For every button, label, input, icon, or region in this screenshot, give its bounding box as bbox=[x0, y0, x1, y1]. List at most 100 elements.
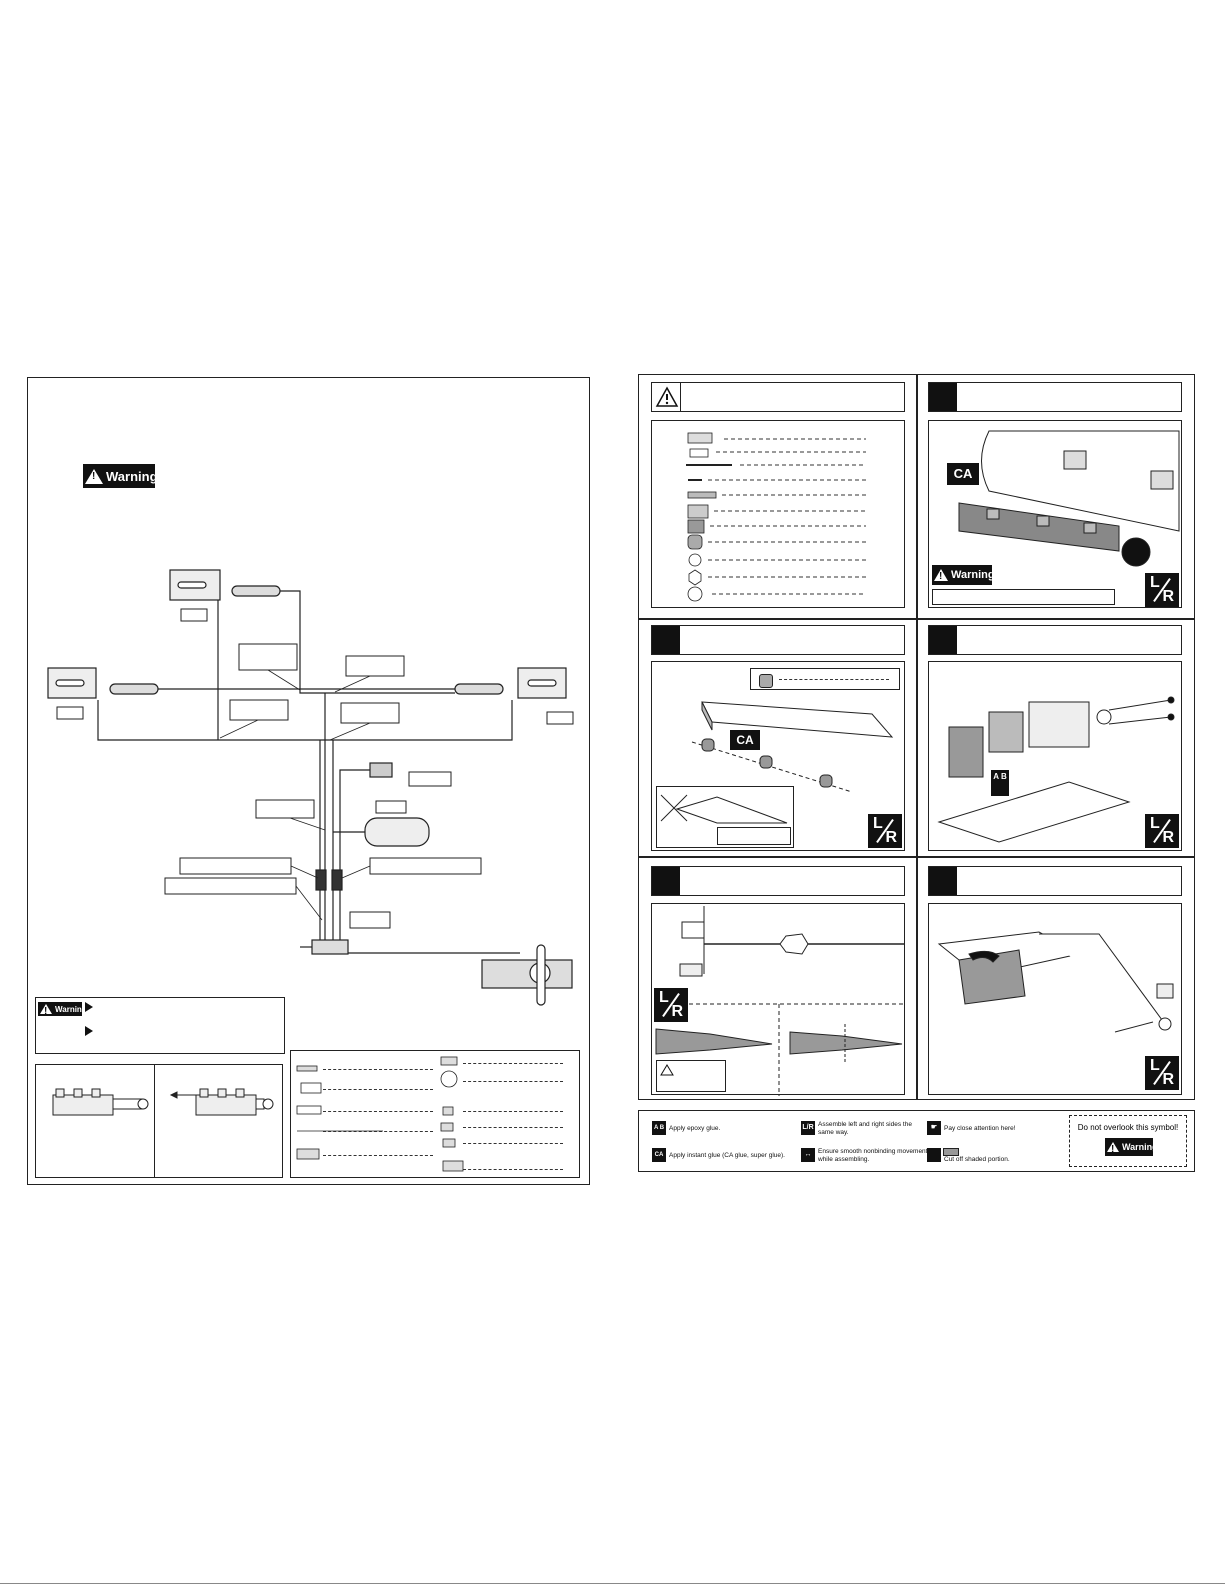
parts-icons bbox=[296, 1056, 464, 1172]
part-line bbox=[323, 1069, 433, 1070]
warning-icon bbox=[1107, 1142, 1119, 1155]
instant-glue-icon: CA bbox=[652, 1148, 666, 1162]
lr-right: R bbox=[885, 829, 897, 846]
ca-glue-icon: CA bbox=[730, 730, 760, 750]
epoxy-glue-icon: A B bbox=[652, 1121, 666, 1135]
part-line bbox=[463, 1169, 563, 1170]
detail-label-field bbox=[717, 827, 791, 845]
aileron-drawing bbox=[691, 701, 894, 793]
step-number-box bbox=[929, 626, 957, 654]
wing-hinge-drawing bbox=[958, 430, 1180, 567]
epoxy-ab-label: A B bbox=[993, 772, 1007, 781]
parts-list-panel bbox=[651, 420, 905, 608]
bottom-edge-line bbox=[0, 1583, 1225, 1584]
warning-badge-step2: Warning! bbox=[932, 565, 998, 585]
part-line bbox=[463, 1063, 563, 1064]
step-header-6 bbox=[928, 866, 1182, 896]
caution-icon bbox=[660, 1064, 674, 1076]
overlook-box: Do not overlook this symbol! Warning! bbox=[1069, 1115, 1187, 1167]
part-line bbox=[323, 1089, 433, 1090]
epoxy-icon: A B bbox=[991, 770, 1009, 796]
step-header-3 bbox=[651, 625, 905, 655]
step-number-box bbox=[652, 867, 680, 895]
warning-badge-top: Warning! bbox=[83, 464, 162, 488]
warning-label: Warning! bbox=[106, 468, 162, 484]
warning-icon bbox=[40, 1004, 52, 1017]
hinge-legend bbox=[750, 668, 900, 690]
valve-diagram-left bbox=[52, 1088, 149, 1116]
step-panel-2: CA Warning! LR bbox=[928, 420, 1182, 608]
symbol-legend: A B Apply epoxy glue. CA Apply instant g… bbox=[638, 1110, 1195, 1172]
caution-note-field bbox=[656, 1060, 726, 1092]
pushrod-drawing bbox=[654, 906, 904, 1096]
part-line bbox=[323, 1155, 433, 1156]
warning-note-box: Warning! bbox=[35, 997, 285, 1054]
left-page-frame bbox=[27, 377, 590, 1185]
ca-label: CA bbox=[736, 733, 754, 747]
lr-right: R bbox=[671, 1003, 683, 1020]
lr-left: L bbox=[873, 815, 883, 832]
valve-diagram-right bbox=[169, 1088, 274, 1116]
step-header-4 bbox=[928, 625, 1182, 655]
warning-badge-note: Warning! bbox=[38, 1002, 89, 1017]
caution-icon bbox=[655, 386, 679, 407]
legend-smooth: Ensure smooth nonbinding movement while … bbox=[818, 1148, 928, 1163]
legend-attention: Pay close attention here! bbox=[944, 1125, 1016, 1132]
legend-assemble-lr: Assemble left and right sides the same w… bbox=[818, 1121, 912, 1136]
step-header-5 bbox=[651, 866, 905, 896]
divider bbox=[154, 1065, 155, 1177]
lr-right: R bbox=[1162, 829, 1174, 846]
grid-hline bbox=[638, 618, 1195, 620]
hinge-swatch bbox=[759, 674, 773, 688]
step-header-2 bbox=[928, 382, 1182, 412]
warning-icon bbox=[934, 569, 948, 582]
left-right-icon: L/R bbox=[801, 1121, 815, 1135]
warning-label: Warning! bbox=[55, 1004, 90, 1014]
ca-label: CA bbox=[654, 1152, 664, 1158]
detail-inset bbox=[656, 786, 794, 848]
smooth-movement-icon: ↔ bbox=[801, 1148, 815, 1162]
linkage-drawing bbox=[937, 931, 1174, 1033]
ca-label: CA bbox=[953, 466, 973, 481]
hinge-dash bbox=[779, 679, 889, 680]
lr-left: L bbox=[1150, 574, 1160, 591]
lr-left: L bbox=[1150, 815, 1160, 832]
part-line bbox=[463, 1081, 563, 1082]
grid-hline bbox=[638, 856, 1195, 858]
cut-off-swatch bbox=[943, 1148, 959, 1156]
lr-left: L bbox=[659, 989, 669, 1006]
overlook-text: Do not overlook this symbol! bbox=[1077, 1123, 1179, 1132]
parts-list-drawing bbox=[686, 432, 866, 602]
parts-header bbox=[651, 382, 905, 412]
warning-label: Warning! bbox=[951, 569, 999, 581]
part-line bbox=[463, 1127, 563, 1128]
step-number-box bbox=[652, 626, 680, 654]
valve-illustration-box bbox=[35, 1064, 283, 1178]
parts-list-box bbox=[290, 1050, 580, 1178]
warning-note-field bbox=[932, 589, 1115, 605]
part-line bbox=[323, 1111, 433, 1112]
warning-icon bbox=[85, 468, 103, 484]
legend-epoxy: Apply epoxy glue. bbox=[669, 1125, 721, 1132]
bullet-arrows bbox=[85, 1002, 93, 1036]
grid-vline bbox=[916, 374, 918, 1100]
part-line bbox=[463, 1111, 563, 1112]
retract-system-diagram bbox=[47, 569, 574, 1006]
lr-left: L bbox=[1150, 1057, 1160, 1074]
legend-cut-off: Cut off shaded portion. bbox=[944, 1156, 1010, 1163]
ca-glue-icon: CA bbox=[947, 463, 979, 485]
part-line bbox=[323, 1131, 433, 1132]
epoxy-ab-label: A B bbox=[653, 1125, 665, 1131]
lr-right: R bbox=[1162, 1071, 1174, 1088]
part-line bbox=[463, 1143, 563, 1144]
warning-label: Warning! bbox=[1122, 1142, 1161, 1152]
